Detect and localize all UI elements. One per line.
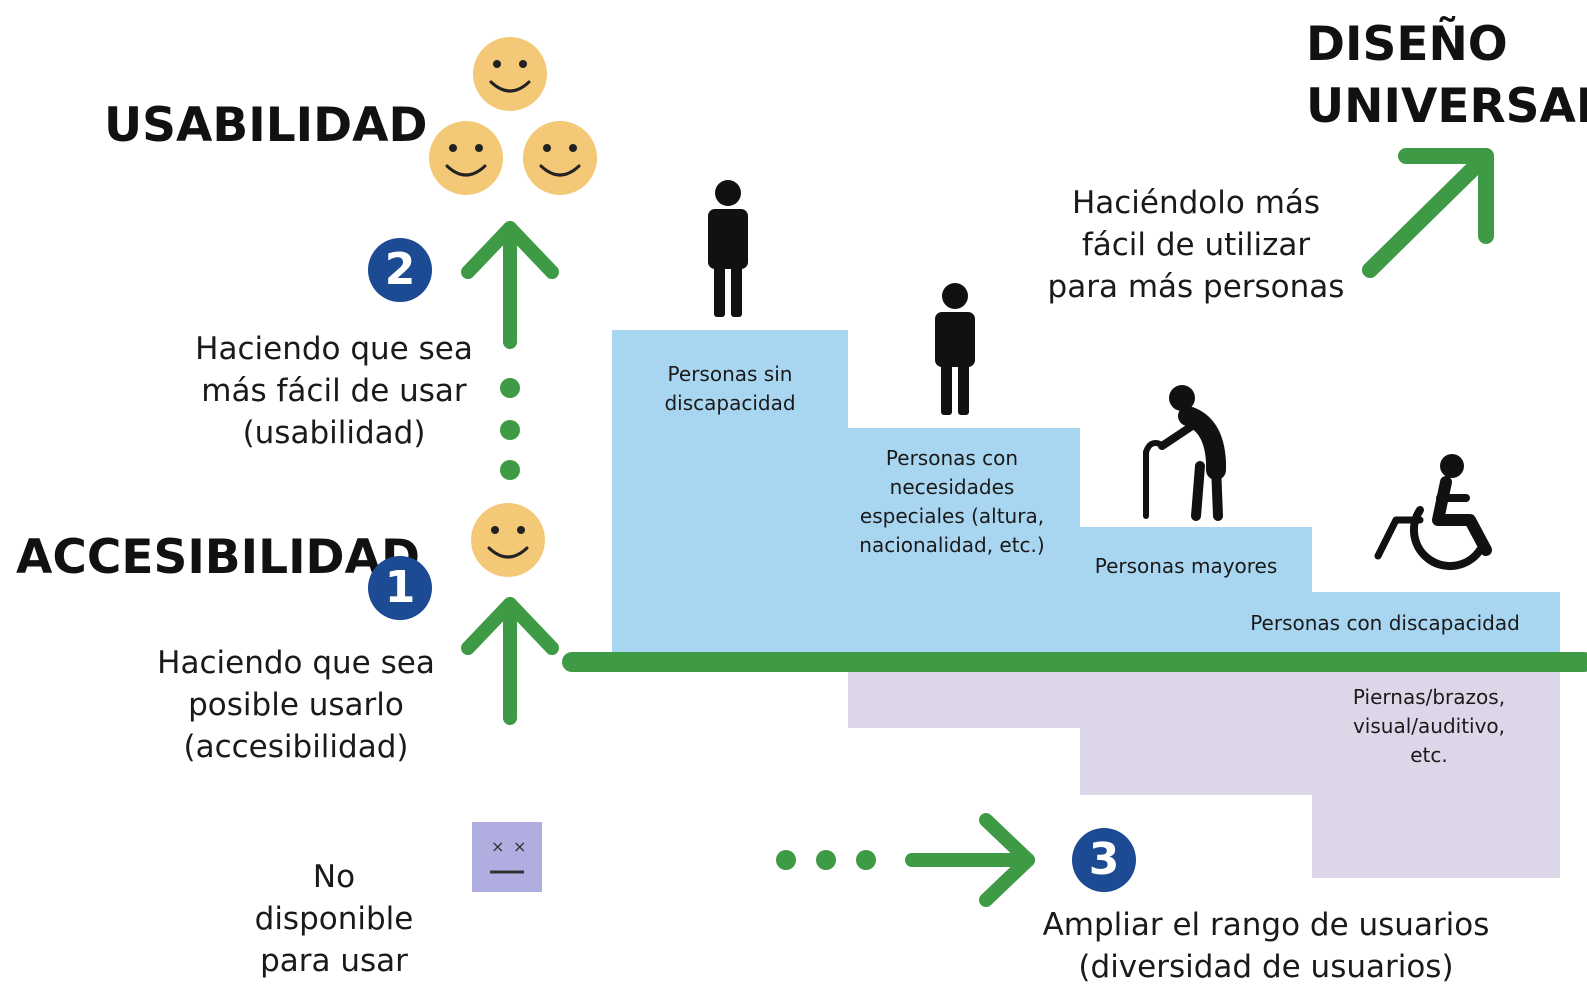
smiley-face-icon <box>473 37 547 111</box>
caption-line: (accesibilidad) <box>183 729 409 765</box>
group-label-line: especiales (altura, <box>859 504 1045 528</box>
disability-types-label: Piernas/brazos, visual/auditivo, etc. <box>1318 683 1540 770</box>
caption-line: No <box>312 859 356 895</box>
disability-types-area <box>848 668 1560 878</box>
step-badge-3: 3 <box>1072 828 1136 892</box>
arrow-up-icon <box>461 597 559 725</box>
group-label-line: nacionalidad, etc.) <box>859 533 1045 557</box>
caption-line: Ampliar el rango de usuarios <box>1042 907 1490 943</box>
caption-line: posible usarlo <box>188 687 404 723</box>
wheelchair-user-icon <box>1374 454 1492 571</box>
arrow-up-icon <box>461 221 559 349</box>
universal-caption: Haciéndolo más fácil de utilizar para má… <box>1046 182 1346 308</box>
group-label-line: Personas sin <box>667 362 793 386</box>
smiley-face-icon <box>471 503 545 577</box>
caption-line: para más personas <box>1047 269 1345 305</box>
block-necesidades-especiales <box>848 428 1080 660</box>
step-3-caption: Ampliar el rango de usuarios (diversidad… <box>1026 904 1506 988</box>
usabilidad-heading: USABILIDAD <box>104 98 428 153</box>
group-label-necesidades-especiales: Personas con necesidades especiales (alt… <box>836 444 1068 560</box>
dots-vertical-icon <box>500 378 520 480</box>
not-available-caption: No disponible para usar <box>234 856 434 982</box>
group-label-line: Personas con discapacidad <box>1250 611 1520 635</box>
diseno-universal-line2: UNIVERSAL <box>1306 79 1587 134</box>
step-badge-2: 2 <box>368 238 432 302</box>
svg-text:×: × <box>513 837 526 856</box>
unavailable-face-icon: × × <box>472 822 542 892</box>
standing-person-icon <box>708 180 748 317</box>
group-label-personas-mayores: Personas mayores <box>1070 552 1302 581</box>
caption-line: para usar <box>260 943 408 979</box>
step-badge-1: 1 <box>368 556 432 620</box>
diseno-universal-heading: DISEÑO UNIVERSAL <box>1306 14 1587 138</box>
accesibilidad-heading: ACCESIBILIDAD <box>16 530 420 585</box>
group-label-line: etc. <box>1410 743 1448 767</box>
group-label-line: Personas con <box>885 446 1019 470</box>
group-label-line: necesidades <box>889 475 1015 499</box>
group-label-sin-discapacidad: Personas sin discapacidad <box>612 360 848 418</box>
dots-horizontal-icon <box>776 850 876 870</box>
group-label-line: Piernas/brazos, <box>1352 685 1506 709</box>
caption-line: Haciendo que sea <box>195 331 473 367</box>
group-label-personas-discapacidad: Personas con discapacidad <box>1240 609 1530 638</box>
block-personas-discapacidad <box>1312 592 1560 660</box>
caption-line: (usabilidad) <box>242 415 426 451</box>
elderly-person-cane-icon <box>1143 385 1226 521</box>
caption-line: fácil de utilizar <box>1081 227 1311 263</box>
svg-text:×: × <box>491 837 504 856</box>
standing-person-icon <box>935 283 975 415</box>
smiley-face-icon <box>429 121 503 195</box>
caption-line: disponible <box>254 901 414 937</box>
caption-line: Haciéndolo más <box>1071 185 1321 221</box>
arrow-right-icon <box>905 813 1035 907</box>
step-1-caption: Haciendo que sea posible usarlo (accesib… <box>146 642 446 768</box>
group-label-line: discapacidad <box>664 391 796 415</box>
arrow-diagonal-up-right-icon <box>1362 148 1494 278</box>
block-personas-mayores <box>1080 527 1312 660</box>
smiley-face-icon <box>523 121 597 195</box>
group-label-line: visual/auditivo, <box>1352 714 1506 738</box>
caption-line: Haciendo que sea <box>157 645 435 681</box>
block-personas-sin-discapacidad <box>612 330 848 660</box>
step-2-caption: Haciendo que sea más fácil de usar (usab… <box>184 328 484 454</box>
group-label-line: Personas mayores <box>1094 554 1278 578</box>
diseno-universal-line1: DISEÑO <box>1306 17 1508 72</box>
caption-line: (diversidad de usuarios) <box>1078 949 1454 985</box>
caption-line: más fácil de usar <box>201 373 467 409</box>
